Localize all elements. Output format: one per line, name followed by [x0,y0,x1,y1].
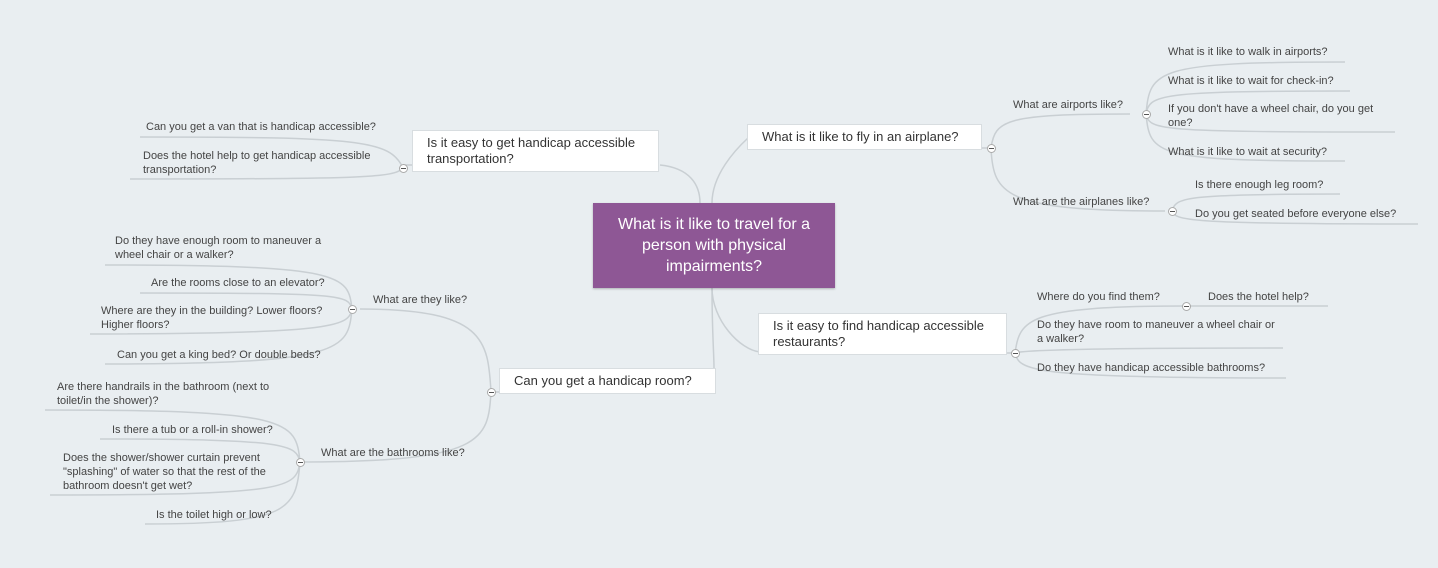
leaf-node[interactable]: What is it like to wait at security? [1168,146,1327,158]
subtopic-airports[interactable]: What are airports like? [1013,99,1124,111]
collapse-icon[interactable] [1142,110,1151,119]
leaf-node[interactable]: Can you get a king bed? Or double beds? [117,349,321,361]
subtopic-where-find[interactable]: Where do you find them? [1037,291,1160,303]
collapse-icon[interactable] [399,164,408,173]
central-topic-label: What is it like to travel for a person w… [617,216,811,275]
leaf-node[interactable]: Are the rooms close to an elevator? [151,277,325,289]
leaf-node[interactable]: Is the toilet high or low? [156,509,272,521]
topic-label: Is it easy to find handicap accessible r… [773,318,985,349]
leaf-node[interactable]: Do they have room to maneuver a wheel ch… [1037,319,1275,345]
leaf-node[interactable]: Is there a tub or a roll-in shower? [112,424,273,436]
leaf-node[interactable]: What is it like to walk in airports? [1168,46,1328,58]
leaf-node[interactable]: Are there handrails in the bathroom (nex… [57,381,270,407]
collapse-icon[interactable] [487,388,496,397]
leaf-node[interactable]: Is there enough leg room? [1195,179,1324,191]
leaf-node[interactable]: Does the hotel help to get handicap acce… [143,150,371,176]
collapse-icon[interactable] [1182,302,1191,311]
topic-restaurants[interactable]: Is it easy to find handicap accessible r… [758,313,1007,355]
topic-transportation[interactable]: Is it easy to get handicap accessible tr… [412,130,659,172]
subtopic-airplanes[interactable]: What are the airplanes like? [1013,196,1150,208]
collapse-icon[interactable] [1011,349,1020,358]
collapse-icon[interactable] [296,458,305,467]
leaf-node[interactable]: Do they have enough room to maneuver a w… [115,235,322,261]
leaf-node[interactable]: If you don't have a wheel chair, do you … [1168,103,1374,129]
topic-label: What is it like to fly in an airplane? [762,129,959,144]
topic-fly-airplane[interactable]: What is it like to fly in an airplane? [747,124,982,150]
leaf-node[interactable]: Do they have handicap accessible bathroo… [1037,362,1266,374]
leaf-node[interactable]: Where are they in the building? Lower fl… [101,305,323,331]
leaf-node[interactable]: Do you get seated before everyone else? [1195,208,1397,220]
leaf-node[interactable]: Does the hotel help? [1208,291,1309,303]
leaf-node[interactable]: Can you get a van that is handicap acces… [146,121,376,133]
subtopic-bathrooms[interactable]: What are the bathrooms like? [321,447,465,459]
collapse-icon[interactable] [987,144,996,153]
collapse-icon[interactable] [1168,207,1177,216]
topic-handicap-room[interactable]: Can you get a handicap room? [499,368,716,394]
topic-label: Is it easy to get handicap accessible tr… [427,135,636,166]
topic-label: Can you get a handicap room? [514,373,692,388]
subtopic-rooms-like[interactable]: What are they like? [373,294,468,306]
leaf-node[interactable]: Does the shower/shower curtain prevent "… [63,452,266,492]
central-topic[interactable]: What is it like to travel for a person w… [593,203,835,288]
collapse-icon[interactable] [348,305,357,314]
leaf-node[interactable]: What is it like to wait for check-in? [1168,75,1334,87]
